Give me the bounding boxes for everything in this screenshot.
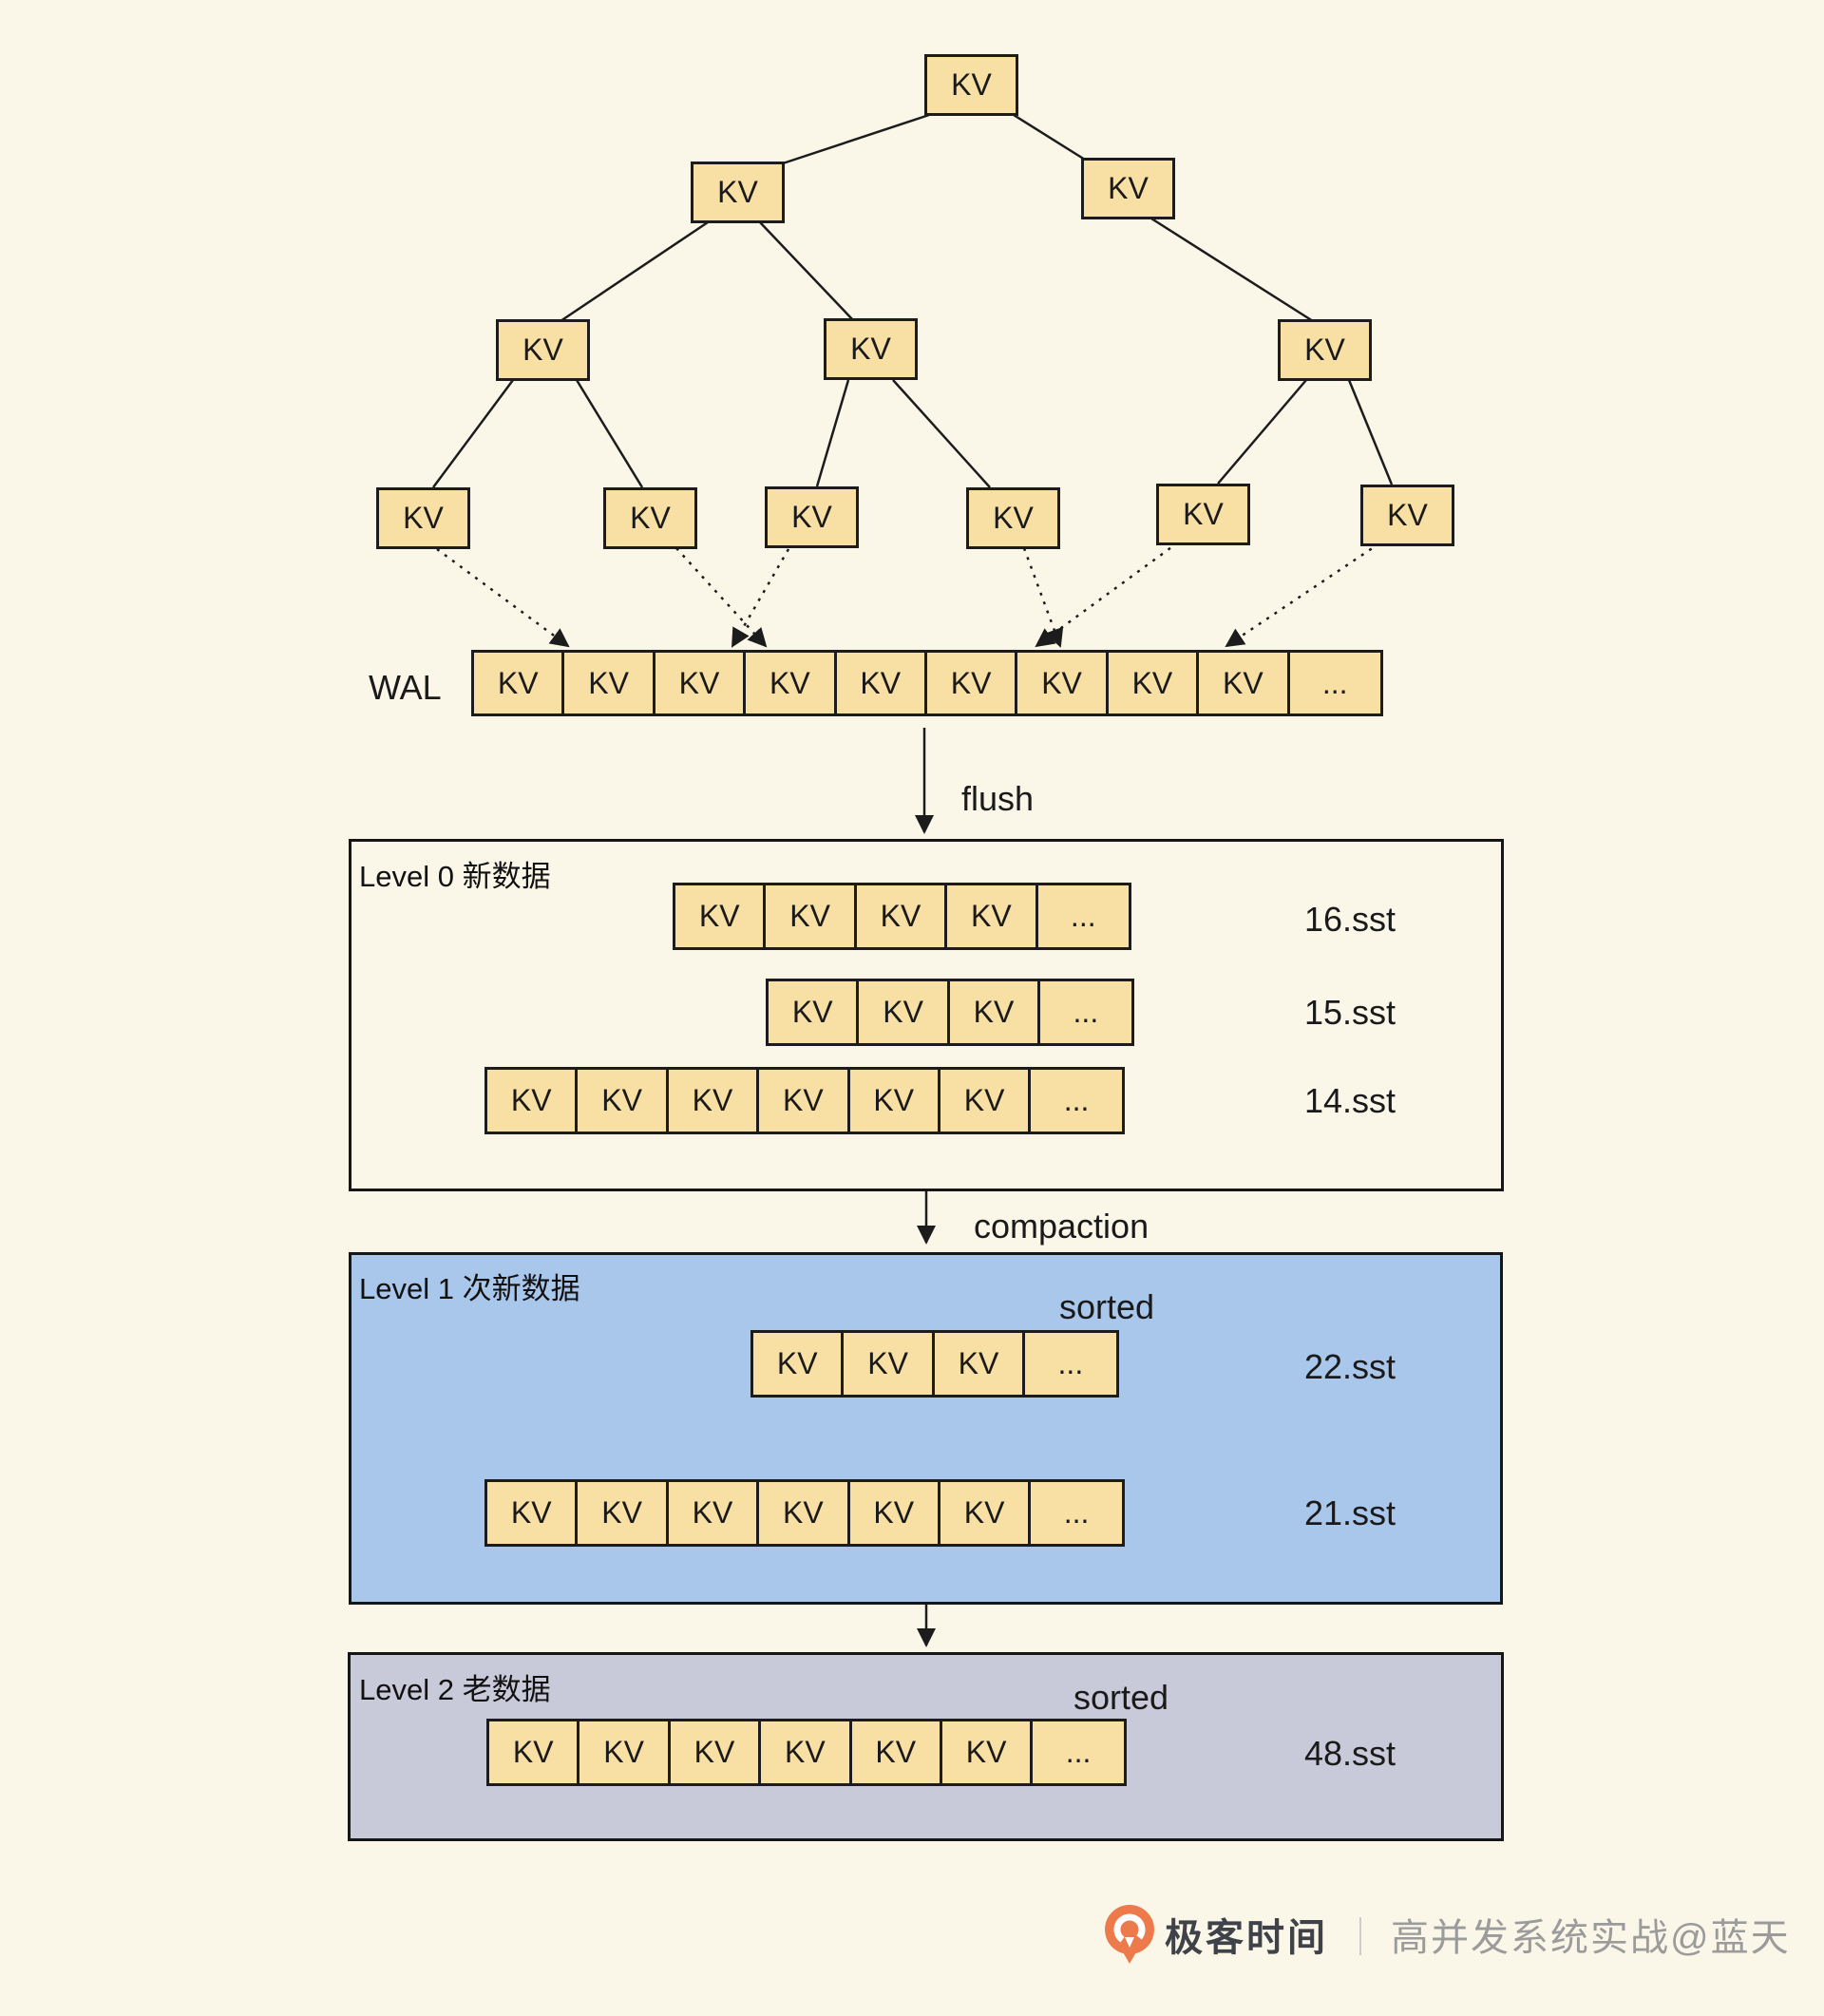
- level0-box: [349, 839, 1504, 1191]
- kv-cell: KV: [844, 1333, 935, 1395]
- tree-node: KV: [824, 318, 918, 380]
- sst-label-15: 15.sst: [1304, 993, 1396, 1032]
- ellipsis-cell: ...: [1073, 995, 1099, 1029]
- ellipsis-cell: ...: [1065, 1735, 1092, 1769]
- tree-edges: [431, 113, 1394, 488]
- kv-cell: KV: [746, 653, 837, 713]
- kv-cell: KV: [753, 1333, 845, 1395]
- kv-cell: KV: [940, 1482, 1032, 1544]
- sst-label-16: 16.sst: [1304, 900, 1396, 939]
- geektime-logo-icon: [1105, 1905, 1154, 1964]
- kv-cell: KV: [857, 885, 948, 947]
- kv-cell: KV: [942, 1721, 1034, 1783]
- kv-cell: KV: [850, 1482, 940, 1544]
- tree-leaf: KV: [966, 487, 1060, 549]
- tree-node: KV: [1081, 158, 1175, 219]
- sst-label-14: 14.sst: [1304, 1081, 1396, 1120]
- memtable-to-wal-arrows: [436, 541, 1380, 648]
- kv-cell: KV: [935, 1333, 1026, 1395]
- kv-cell: KV: [950, 981, 1041, 1043]
- ellipsis-cell: ...: [1063, 1083, 1090, 1117]
- kv-cell: KV: [487, 1482, 579, 1544]
- kv-cell: KV: [947, 885, 1038, 947]
- kv-cell: KV: [759, 1482, 850, 1544]
- wal-label: WAL: [369, 668, 442, 707]
- footer-brand-text: 极客时间: [1165, 1917, 1328, 1959]
- kv-cell: KV: [766, 885, 857, 947]
- kv-cell: KV: [580, 1721, 671, 1783]
- kv-cell: KV: [769, 981, 860, 1043]
- kv-cell: KV: [578, 1070, 669, 1132]
- ellipsis-cell: ...: [1057, 1346, 1084, 1380]
- kv-cell: KV: [564, 653, 656, 713]
- level0-title: Level 0 新数据: [359, 860, 551, 893]
- level1-sorted-label: sorted: [1059, 1287, 1155, 1326]
- kv-cell: KV: [850, 1070, 940, 1132]
- kv-cell: KV: [859, 981, 950, 1043]
- footer: 极客时间 ｜ 高并发系统实战@蓝天: [1104, 1904, 1791, 1965]
- level1-title: Level 1 次新数据: [359, 1272, 580, 1305]
- sst-label-22: 22.sst: [1304, 1347, 1396, 1386]
- kv-cell: KV: [489, 1721, 580, 1783]
- level2-sorted-label: sorted: [1074, 1678, 1169, 1717]
- kv-cell: KV: [927, 653, 1018, 713]
- kv-cell: KV: [669, 1482, 760, 1544]
- tree-leaf: KV: [376, 487, 470, 549]
- footer-course-text: 高并发系统实战@蓝天: [1391, 1917, 1791, 1959]
- sst-label-21: 21.sst: [1304, 1493, 1396, 1532]
- ellipsis-cell: ...: [1070, 899, 1096, 933]
- kv-cell: KV: [487, 1070, 579, 1132]
- ellipsis-cell: ...: [1321, 665, 1348, 700]
- kv-cell: KV: [837, 653, 927, 713]
- kv-cell: KV: [656, 653, 747, 713]
- level2-title: Level 2 老数据: [359, 1673, 551, 1706]
- tree-node: KV: [691, 162, 785, 223]
- sst-label-48: 48.sst: [1304, 1734, 1396, 1773]
- kv-cell: KV: [669, 1070, 760, 1132]
- footer-divider: ｜: [1341, 1917, 1379, 1959]
- kv-cell: KV: [578, 1482, 669, 1544]
- compaction-label: compaction: [974, 1207, 1150, 1246]
- tree-leaf: KV: [1156, 484, 1250, 545]
- kv-cell: KV: [852, 1721, 942, 1783]
- ellipsis-cell: ...: [1063, 1495, 1090, 1530]
- tree-leaf: KV: [1360, 485, 1454, 546]
- kv-cell: KV: [940, 1070, 1032, 1132]
- tree-leaf: KV: [603, 487, 697, 549]
- kv-cell: KV: [1109, 653, 1200, 713]
- kv-cell: KV: [474, 653, 565, 713]
- kv-cell: KV: [671, 1721, 762, 1783]
- tree-node: KV: [1278, 319, 1372, 381]
- kv-cell: KV: [759, 1070, 850, 1132]
- flush-label: flush: [961, 779, 1035, 818]
- tree-node-root: KV: [924, 54, 1018, 116]
- kv-cell: KV: [675, 885, 767, 947]
- kv-cell: KV: [761, 1721, 852, 1783]
- kv-cell: KV: [1199, 653, 1290, 713]
- tree-leaf: KV: [765, 486, 859, 548]
- tree-node: KV: [496, 319, 590, 381]
- kv-cell: KV: [1017, 653, 1109, 713]
